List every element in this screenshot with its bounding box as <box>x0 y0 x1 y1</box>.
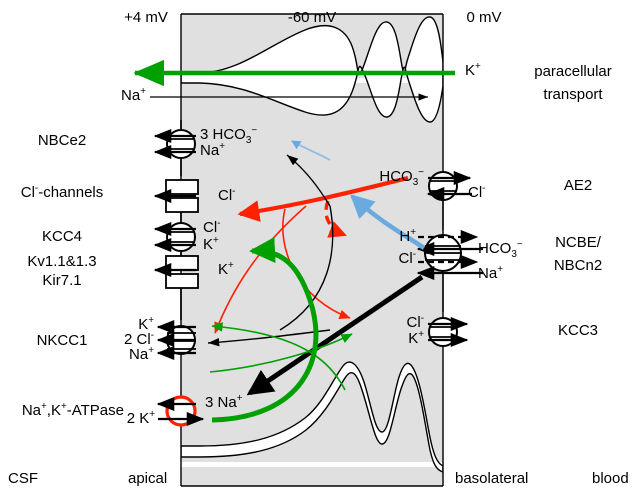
label-kir: Kir7.1 <box>42 272 82 289</box>
cl-dashed-recycle-arrow <box>324 200 347 238</box>
ion-kcc4-k: K+ <box>203 235 219 253</box>
voltage-csf: +4 mV <box>124 9 168 26</box>
ion-kcc3-cl: Cl- <box>406 313 424 331</box>
ion-nkcc1-k: K+ <box>138 315 154 333</box>
intracellular-flux-curves <box>207 140 426 423</box>
ion-ae2-hco3: HCO3− <box>379 167 424 188</box>
transporter-ae2[interactable] <box>426 170 472 230</box>
paracellular-caption-line2: transport <box>543 86 603 103</box>
voltage-intracellular: -60 mV <box>287 9 337 26</box>
cl-to-nkcc1-arrow <box>214 205 307 334</box>
paracellular-clefts <box>181 16 443 473</box>
k-to-kcc3-arrow <box>209 333 353 373</box>
ion-nbce2-hco3: 3 HCO3− <box>200 125 258 146</box>
label-blood: blood <box>592 470 629 487</box>
ion-nbce2-na: Na+ <box>200 141 225 159</box>
ion-ae2-cl: Cl- <box>468 183 486 201</box>
ion-ncbe-hco3: HCO3− <box>478 239 523 260</box>
paracellular-na-label: Na+ <box>121 86 146 104</box>
ion-atpase-na: 3 Na+ <box>205 393 243 411</box>
paracellular-k-label: K+ <box>465 61 481 79</box>
ion-kcc4-cl: Cl- <box>203 218 221 236</box>
label-nkcc1: NKCC1 <box>36 332 88 349</box>
transporter-nbce2[interactable] <box>153 120 196 176</box>
ion-nkcc1-na: Na+ <box>129 345 154 363</box>
ion-ncbe-na: Na+ <box>478 264 503 282</box>
hco3-to-apical-arrow <box>237 175 409 222</box>
label-na-k-atpase: Na+,K+-ATPase <box>21 401 124 419</box>
transporter-kcc3[interactable] <box>428 316 469 348</box>
label-ae2: AE2 <box>563 177 593 194</box>
label-apical: apical <box>128 470 168 487</box>
paracellular-flux <box>133 59 455 101</box>
transporter-nkcc1[interactable] <box>156 319 196 361</box>
ion-kv-k: K+ <box>218 260 234 278</box>
ion-ncbe-h: H+ <box>399 227 416 245</box>
label-kv: Kv1.1&1.3 <box>27 253 97 270</box>
label-csf: CSF <box>8 470 38 487</box>
ion-cl-channel: Cl- <box>218 186 236 204</box>
label-basolateral: basolateral <box>455 470 529 487</box>
label-kcc3: KCC3 <box>557 322 599 339</box>
label-kcc4: KCC4 <box>41 228 83 245</box>
transporter-ncbe-nbcn2[interactable] <box>416 229 483 312</box>
k-atpase-to-apical-arrow <box>211 237 319 423</box>
na-to-nbce2-arrow <box>286 154 331 207</box>
ion-ncbe-cl: Cl- <box>398 249 416 267</box>
transporter-cl-channels[interactable] <box>153 179 199 222</box>
label-nbce2: NBCe2 <box>37 132 87 149</box>
label-cl-channels: Cl--channels <box>20 183 104 201</box>
voltage-blood: 0 mV <box>466 9 502 26</box>
cl-basolateral-diagonal-arrow <box>246 274 424 396</box>
transporter-na-k-atpase[interactable] <box>156 395 205 427</box>
label-nbcn2: NBCn2 <box>553 257 603 274</box>
ion-kcc3-k: K+ <box>408 329 424 347</box>
transporter-kv-kir[interactable] <box>153 255 199 320</box>
ion-atpase-k: 2 K+ <box>126 409 155 427</box>
hco3-from-ncbe-arrow <box>349 194 426 250</box>
na-curve-lower <box>279 205 334 331</box>
label-ncbe: NCBE/ <box>555 234 601 251</box>
paracellular-caption-line1: paracellular <box>534 63 612 80</box>
k-to-nkcc1-arrow <box>211 322 346 391</box>
ion-nkcc1-cl: 2 Cl- <box>124 330 154 348</box>
hco3-hint-arrow <box>291 140 331 161</box>
